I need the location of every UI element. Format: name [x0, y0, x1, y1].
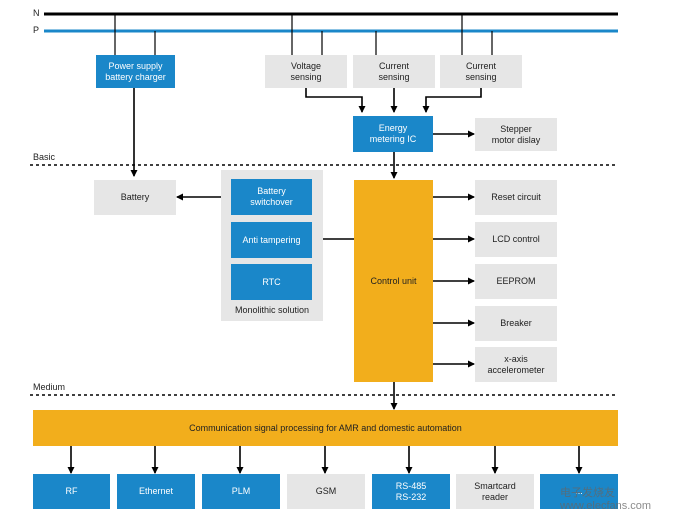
eeprom-block: EEPROM: [475, 264, 557, 299]
current-sensing-block-2: Current sensing: [440, 55, 522, 88]
n-rail-label: N: [33, 8, 40, 18]
rf-block: RF: [33, 474, 110, 509]
reset-circuit-block: Reset circuit: [475, 180, 557, 215]
stepper-motor-block: Stepper motor dislay: [475, 118, 557, 151]
plm-block: PLM: [202, 474, 280, 509]
watermark: 电子发烧友 www.elecfans.com: [560, 487, 652, 512]
gsm-block: GSM: [287, 474, 365, 509]
anti-tampering-block: Anti tampering: [231, 222, 312, 258]
current-sensing-block-1: Current sensing: [353, 55, 435, 88]
basic-label: Basic: [33, 152, 56, 162]
monolithic-label: Monolithic solution: [234, 305, 310, 315]
ethernet-block: Ethernet: [117, 474, 195, 509]
accelerometer-block: x-axis accelerometer: [475, 347, 557, 382]
smartcard-reader-block: Smartcard reader: [456, 474, 534, 509]
arrow-current2-ic: [422, 88, 482, 113]
control-unit-block: Control unit: [354, 180, 433, 382]
voltage-sensing-block: Voltage sensing: [265, 55, 347, 88]
last-interface-block: ...: [540, 474, 618, 509]
rtc-block: RTC: [231, 264, 312, 300]
medium-label: Medium: [33, 382, 66, 392]
battery-block: Battery: [94, 180, 176, 215]
energy-metering-ic-block: Energy metering IC: [353, 116, 433, 152]
communication-block: Communication signal processing for AMR …: [33, 410, 618, 446]
p-rail-label: P: [33, 25, 40, 35]
arrow-voltage-ic: [305, 88, 366, 113]
power-supply-block: Power supply battery charger: [96, 55, 175, 88]
battery-switchover-block: Battery switchover: [231, 179, 312, 215]
lcd-control-block: LCD control: [475, 222, 557, 257]
rs-interface-block: RS-485 RS-232: [372, 474, 450, 509]
breaker-block: Breaker: [475, 306, 557, 341]
